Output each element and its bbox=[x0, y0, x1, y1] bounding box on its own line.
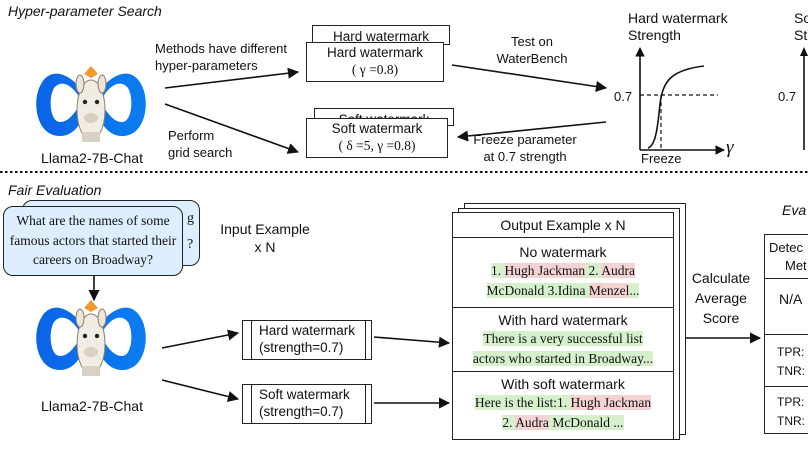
output-example-card: Output Example x N No watermark 1. Hugh … bbox=[452, 212, 674, 440]
hard-watermark-line1: There is a very successful list bbox=[483, 331, 643, 346]
no-wm-token-5: McDonald 3.Idina bbox=[486, 283, 589, 298]
graph2-y-axis bbox=[800, 47, 808, 150]
methods-text: Methods have different hyper-parameters bbox=[155, 41, 288, 73]
freeze-text: Freeze parameter at 0.7 strength bbox=[473, 132, 577, 164]
arrow-to-hard-bottom bbox=[161, 329, 240, 349]
soft-wm-token-3: 2. bbox=[502, 415, 516, 430]
graph-curve bbox=[647, 65, 705, 149]
no-wm-token-6: Menzel bbox=[588, 283, 630, 298]
llama-logo-top bbox=[36, 66, 146, 142]
no-wm-token-1: 1. bbox=[491, 263, 505, 278]
arrow-to-soft-top bbox=[164, 103, 300, 154]
hard-watermark-eval-title: Hard watermark bbox=[259, 323, 356, 338]
results-table-row-hard: TPR: TNR: bbox=[765, 335, 808, 387]
no-wm-token-2: Hugh Jackman bbox=[504, 263, 586, 278]
results-table-partial: Detec Met N/A TPR: TNR: TPR: TNR: bbox=[764, 234, 808, 434]
no-watermark-section: No watermark 1. Hugh Jackman 2. Audra Mc… bbox=[453, 238, 673, 308]
graph2-title-partial: So St bbox=[794, 10, 808, 43]
soft-watermark-eval-strength: (strength=0.7) bbox=[259, 404, 344, 419]
section-title-hyperparameter-search: Hyper-parameter Search bbox=[8, 3, 162, 19]
soft-watermark-line1: Here is the list:1. Hugh Jackman bbox=[453, 393, 673, 413]
output-header: Output Example x N bbox=[453, 213, 673, 238]
hard-watermark-params: ( γ =0.8) bbox=[351, 62, 399, 77]
hard-watermark-eval-box: Hard watermark (strength=0.7) bbox=[242, 320, 372, 360]
model-label-top: Llama2-7B-Chat bbox=[41, 150, 143, 166]
no-wm-token-4: Audra bbox=[601, 263, 635, 278]
section-title-evaluation-partial: Eva bbox=[782, 202, 807, 218]
calculate-average-score-label: Calculate Average Score bbox=[691, 270, 751, 326]
results-table-row-soft: TPR: TNR: bbox=[777, 395, 805, 428]
results-table-header: Detec Met bbox=[765, 235, 808, 279]
hard-watermark-stack-back: Hard watermark bbox=[312, 25, 450, 45]
question-bubble: What are the names of some famous actors… bbox=[3, 206, 183, 276]
soft-watermark-section: With soft watermark Here is the list:1. … bbox=[453, 372, 673, 438]
soft-watermark-title: Soft watermark bbox=[331, 121, 423, 136]
no-watermark-line2: McDonald 3.Idina Menzel... bbox=[453, 281, 673, 301]
no-wm-token-7: ... bbox=[629, 283, 640, 298]
section-title-fair-evaluation: Fair Evaluation bbox=[8, 182, 102, 198]
graph-x-axis-label: γ bbox=[726, 137, 734, 158]
no-watermark-title: No watermark bbox=[519, 244, 607, 260]
arrow-to-soft-bottom bbox=[161, 379, 240, 402]
question-text: What are the names of some famous actors… bbox=[9, 213, 177, 267]
no-watermark-line1: 1. Hugh Jackman 2. Audra bbox=[453, 261, 673, 281]
soft-wm-token-4: Audra bbox=[515, 415, 549, 430]
graph-y-tick: 0.7 bbox=[614, 89, 633, 104]
input-example-label: Input Example x N bbox=[220, 221, 310, 255]
soft-wm-token-2: Hugh Jackman bbox=[570, 395, 652, 410]
hard-watermark-eval-strength: (strength=0.7) bbox=[259, 340, 344, 355]
perform-text: Perform grid search bbox=[168, 128, 233, 160]
results-table-row-na: N/A bbox=[765, 279, 808, 335]
model-label-bottom: Llama2-7B-Chat bbox=[41, 398, 143, 414]
graph2-y-tick: 0.7 bbox=[778, 89, 797, 104]
soft-wm-token-1: Here is the list:1. bbox=[474, 395, 571, 410]
soft-watermark-params: ( δ =5, γ =0.8) bbox=[338, 138, 416, 153]
graph-x-tick: Freeze bbox=[641, 151, 682, 166]
soft-watermark-section-title: With soft watermark bbox=[501, 376, 625, 392]
strength-graph bbox=[635, 47, 725, 155]
test-text: Test on WaterBench bbox=[496, 34, 568, 66]
no-wm-token-3: 2. bbox=[585, 263, 602, 278]
question-bubble-back-edge: g? bbox=[187, 211, 194, 252]
arrow-graph-to-soft bbox=[456, 121, 607, 142]
llama-logo-bottom bbox=[36, 300, 146, 376]
hard-watermark-section-title: With hard watermark bbox=[498, 312, 628, 328]
arrow-to-hard-top bbox=[164, 67, 300, 89]
soft-watermark-eval-box: Soft watermark (strength=0.7) bbox=[242, 384, 372, 424]
hard-watermark-section: With hard watermark There is a very succ… bbox=[453, 308, 673, 372]
arrow-hard-to-output bbox=[373, 336, 451, 348]
soft-watermark-line2: 2. Audra McDonald ... bbox=[453, 413, 673, 433]
hard-watermark-back-label: Hard watermark bbox=[332, 29, 430, 44]
hard-watermark-title: Hard watermark bbox=[326, 45, 424, 60]
arrow-hard-to-graph bbox=[451, 64, 608, 93]
graph-title: Hard watermark Strength bbox=[628, 10, 728, 43]
soft-wm-token-5: McDonald ... bbox=[548, 415, 624, 430]
hard-watermark-config-box: Hard watermark ( γ =0.8) bbox=[306, 42, 444, 82]
soft-watermark-config-box: Soft watermark ( δ =5, γ =0.8) bbox=[306, 118, 448, 158]
hard-watermark-line2: actors who started in Broadway... bbox=[472, 351, 654, 366]
soft-watermark-eval-title: Soft watermark bbox=[259, 387, 350, 402]
